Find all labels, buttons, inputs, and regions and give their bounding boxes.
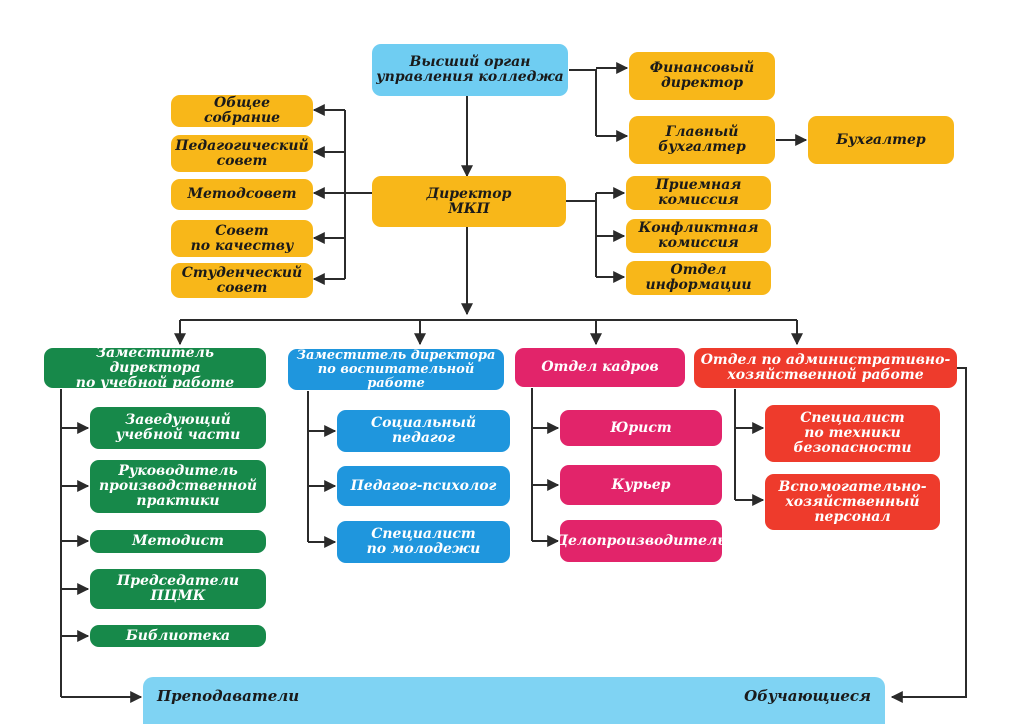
student-council-box: Студенческий совет: [171, 263, 313, 298]
hr-item-2-box: Курьер: [560, 465, 722, 505]
information-department-box: Отдел информации: [626, 261, 771, 295]
quality-council-box: Совет по качеству: [171, 220, 313, 257]
governing-body-box: Высший орган управления колледжа: [372, 44, 568, 96]
general-meeting-box: Общее собрание: [171, 95, 313, 127]
hr-item-3-box: Делопроизводитель: [556, 520, 727, 562]
educational-item-1-box: Социальный педагог: [337, 410, 510, 452]
bottom-bar: Преподаватели Обучающиеся: [143, 677, 885, 724]
hr-item-1-box: Юрист: [560, 410, 722, 446]
admin-department-box: Отдел по административно- хозяйственной …: [694, 348, 957, 388]
academic-deputy-box: Заместитель директора по учебной работе: [44, 345, 266, 390]
conflict-commission-box: Конфликтная комиссия: [626, 219, 771, 253]
educational-item-2-box: Педагог-психолог: [337, 466, 510, 506]
pedagogical-council-box: Педагогический совет: [171, 135, 313, 172]
hr-department-box: Отдел кадров: [515, 348, 685, 387]
educational-item-3-box: Специалист по молодежи: [337, 521, 510, 563]
educational-deputy-box: Заместитель директора по воспитательной …: [288, 348, 504, 390]
accountant-box: Бухгалтер: [808, 116, 954, 164]
teachers-label: Преподаватели: [157, 687, 300, 705]
academic-item-2-box: Руководитель производственной практики: [90, 460, 266, 513]
councils-bus: [344, 110, 372, 279]
academic-item-1-box: Заведующий учебной части: [90, 407, 266, 449]
academic-item-5-box: Библиотека: [90, 625, 266, 647]
academic-item-4-box: Председатели ПЦМК: [90, 569, 266, 609]
financial-director-box: Финансовый директор: [629, 52, 775, 100]
admin-item-2-box: Вспомогательно- хозяйственный персонал: [765, 474, 940, 530]
director-box: Директор МКП: [372, 176, 566, 227]
commissions-bus: [566, 193, 597, 277]
academic-item-3-box: Методист: [90, 530, 266, 553]
chief-accountant-box: Главный бухгалтер: [629, 116, 775, 164]
students-label: Обучающиеся: [744, 687, 871, 705]
admission-commission-box: Приемная комиссия: [626, 176, 771, 210]
methodical-council-box: Методсовет: [171, 179, 313, 210]
admin-item-1-box: Специалист по техники безопасности: [765, 405, 940, 462]
arrow-to-students: [890, 367, 967, 703]
connector-top-finance: [569, 69, 597, 136]
